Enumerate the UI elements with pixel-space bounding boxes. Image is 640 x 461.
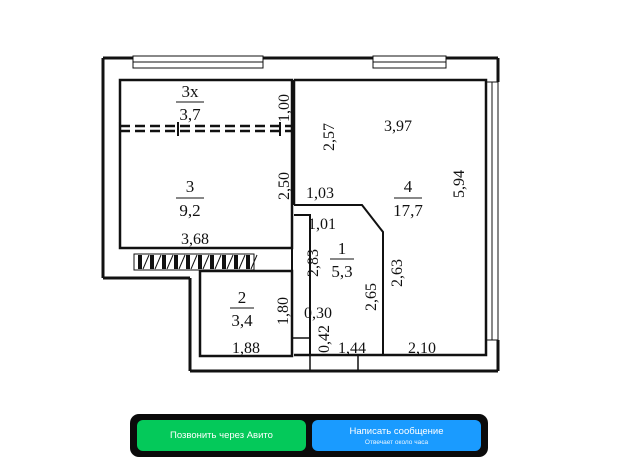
window-right: [372, 55, 447, 69]
dim-2-50: 2,50: [276, 172, 293, 200]
room-4-area: 17,7: [393, 201, 423, 220]
room-4-label: 4 17,7: [393, 177, 423, 220]
room-3-number: 3: [186, 177, 195, 196]
dim-2-57: 2,57: [321, 123, 338, 151]
dim-2-65: 2,65: [363, 283, 380, 311]
dim-2-83: 2,83: [305, 249, 322, 277]
room-1-number: 1: [338, 239, 347, 258]
room-4-number: 4: [404, 177, 413, 196]
message-response-time: Отвечает около часа: [364, 438, 429, 446]
room-3x-area: 3,7: [179, 105, 201, 124]
dim-3-97: 3,97: [384, 118, 412, 135]
dim-5-94: 5,94: [451, 170, 468, 198]
call-button-label: Позвонить через Авито: [170, 430, 273, 441]
dim-3-68: 3,68: [181, 231, 209, 248]
message-button-label: Написать сообщение: [349, 425, 444, 437]
write-message-button[interactable]: Написать сообщение Отвечает около часа: [312, 420, 481, 451]
room-1-area: 5,3: [331, 262, 352, 281]
hatched-partition: [133, 253, 258, 271]
dim-2-63: 2,63: [389, 259, 406, 287]
dim-1-01: 1,01: [308, 216, 336, 233]
floor-plan: 3х 3,7 3 9,2 4 17,7 1 5,3 2 3,4 1,00 2,5…: [101, 55, 500, 373]
room-3x-number: 3х: [182, 82, 200, 101]
dim-1-03: 1,03: [306, 185, 334, 202]
room-1-label: 1 5,3: [330, 239, 354, 281]
dim-1-44: 1,44: [338, 340, 366, 357]
room-3x-label: 3х 3,7: [176, 82, 204, 124]
dim-1-80: 1,80: [275, 297, 292, 325]
inner-walls: [118, 78, 488, 371]
contact-action-bar: Позвонить через Авито Написать сообщение…: [130, 414, 488, 457]
room-3-area: 9,2: [179, 201, 200, 220]
room-3-label: 3 9,2: [176, 177, 204, 220]
window-left: [132, 55, 264, 69]
room-2-number: 2: [238, 288, 247, 307]
call-via-avito-button[interactable]: Позвонить через Авито: [137, 420, 306, 451]
dim-1-00: 1,00: [276, 94, 293, 122]
balcony-divider: [120, 122, 292, 136]
outer-walls: [101, 56, 500, 373]
dim-0-42: 0,42: [316, 325, 333, 353]
room-2-area: 3,4: [231, 311, 253, 330]
room-2-label: 2 3,4: [230, 288, 254, 330]
dim-0-30: 0,30: [304, 305, 332, 322]
dim-2-10: 2,10: [408, 340, 436, 357]
dim-1-88: 1,88: [232, 340, 260, 357]
window-side: [485, 81, 499, 341]
